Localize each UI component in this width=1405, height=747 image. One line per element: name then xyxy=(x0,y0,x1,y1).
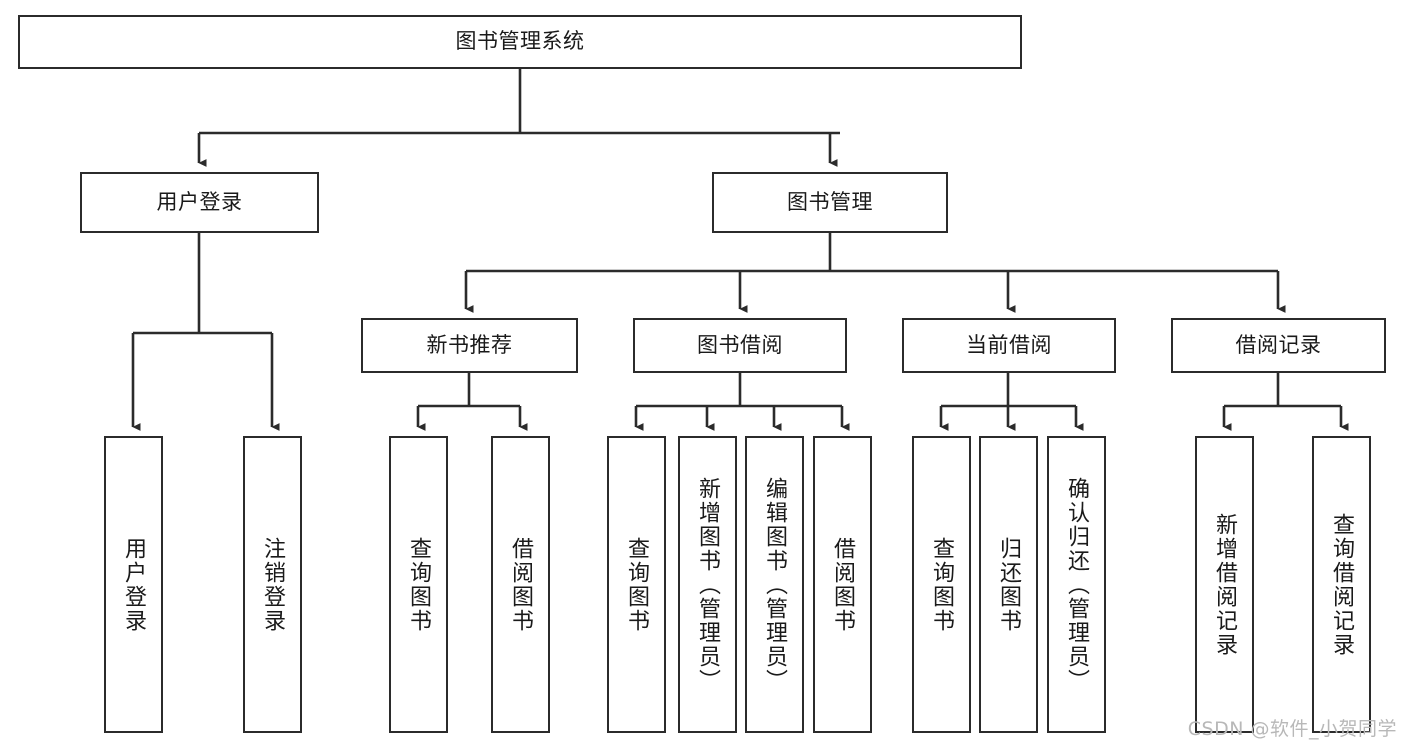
node-label: 新增图书（管理员） xyxy=(695,476,721,693)
leaf-record-add-record[interactable]: 新增借阅记录 xyxy=(1195,436,1254,733)
leaf-record-query-record[interactable]: 查询借阅记录 xyxy=(1312,436,1371,733)
node-label: 查询借阅记录 xyxy=(1329,512,1355,657)
node-label: 编辑图书（管理员） xyxy=(762,476,788,693)
leaf-user-login-logout[interactable]: 注销登录 xyxy=(243,436,302,733)
node-label: 新增借阅记录 xyxy=(1212,512,1238,657)
leaf-borrow-edit-book[interactable]: 编辑图书（管理员） xyxy=(745,436,804,733)
node-label: 借阅记录 xyxy=(1235,332,1322,357)
leaf-user-login-login[interactable]: 用户登录 xyxy=(104,436,163,733)
node-label: 查询图书 xyxy=(929,536,955,633)
node-label: 归还图书 xyxy=(996,536,1022,633)
node-label: 新书推荐 xyxy=(426,332,513,357)
node-current-borrow[interactable]: 当前借阅 xyxy=(902,318,1116,373)
leaf-new-book-query[interactable]: 查询图书 xyxy=(389,436,448,733)
leaf-borrow-add-book[interactable]: 新增图书（管理员） xyxy=(678,436,737,733)
node-label: 用户登录 xyxy=(121,536,147,633)
node-new-book-recommend[interactable]: 新书推荐 xyxy=(361,318,578,373)
node-book-management[interactable]: 图书管理 xyxy=(712,172,948,233)
node-book-management-system[interactable]: 图书管理系统 xyxy=(18,15,1022,69)
node-label: 图书管理系统 xyxy=(455,29,585,54)
node-user-login[interactable]: 用户登录 xyxy=(80,172,319,233)
leaf-current-return-book[interactable]: 归还图书 xyxy=(979,436,1038,733)
node-label: 借阅图书 xyxy=(508,536,534,633)
node-borrow-record[interactable]: 借阅记录 xyxy=(1171,318,1386,373)
leaf-current-confirm-return[interactable]: 确认归还（管理员） xyxy=(1047,436,1106,733)
node-label: 用户登录 xyxy=(156,189,243,214)
node-label: 图书借阅 xyxy=(697,332,783,357)
node-label: 图书管理 xyxy=(787,189,873,214)
leaf-borrow-query-book[interactable]: 查询图书 xyxy=(607,436,666,733)
leaf-new-book-borrow[interactable]: 借阅图书 xyxy=(491,436,550,733)
node-label: 确认归还（管理员） xyxy=(1064,476,1090,693)
node-label: 借阅图书 xyxy=(830,536,856,633)
node-label: 注销登录 xyxy=(260,536,286,633)
node-book-borrow[interactable]: 图书借阅 xyxy=(633,318,847,373)
node-label: 当前借阅 xyxy=(966,332,1052,357)
node-label: 查询图书 xyxy=(406,536,432,633)
node-label: 查询图书 xyxy=(624,536,650,633)
leaf-current-query-book[interactable]: 查询图书 xyxy=(912,436,971,733)
leaf-borrow-borrow-book[interactable]: 借阅图书 xyxy=(813,436,872,733)
